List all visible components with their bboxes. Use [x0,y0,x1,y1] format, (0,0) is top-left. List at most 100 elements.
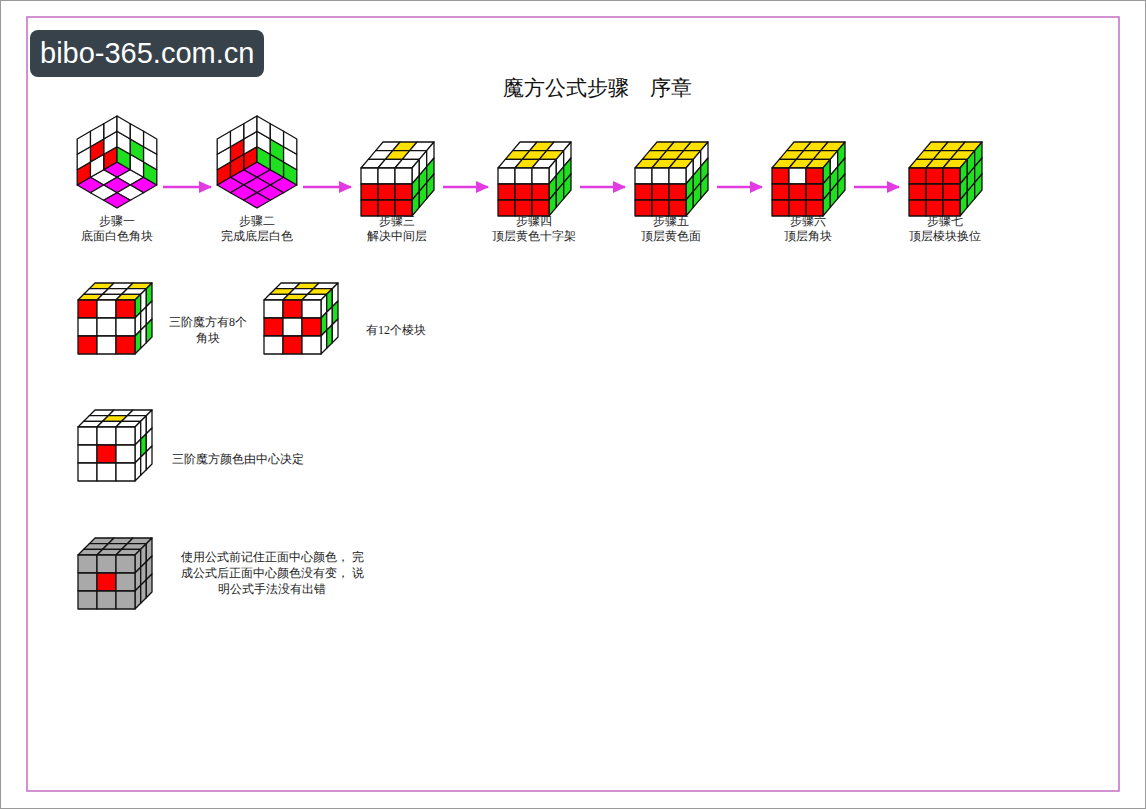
cube-sticker [361,200,378,216]
cube-sticker [412,191,419,216]
step-arrow [580,186,625,189]
cube-sticker [772,184,789,200]
cube-sticker [498,200,515,216]
cube-sticker [97,591,116,609]
cube-sticker [789,200,806,216]
cube-figure [77,116,157,208]
step-card: 步骤七顶层棱块换位 [899,110,991,244]
step-caption: 顶层黄色十字架 [488,229,580,244]
cube-sticker [652,168,669,184]
step-card: 步骤四顶层黄色十字架 [488,110,580,244]
cube-sticker [78,555,97,573]
step-arrow [303,186,351,189]
cube-sticker [141,452,147,476]
cube-figure [361,142,434,216]
cube-sticker [97,463,116,481]
cube-sticker [838,174,845,199]
cube-figure [498,142,571,216]
cube-sticker [789,184,806,200]
step-number: 步骤三 [351,214,443,229]
cube-sticker [135,457,141,481]
cube-sticker [146,319,152,343]
cube-sticker [332,319,338,343]
cube-sticker [116,463,135,481]
cube-sticker [117,116,130,139]
step-number: 步骤五 [625,214,717,229]
cube-sticker [943,168,960,184]
cube-sticker [104,193,131,208]
page-border [27,17,1119,791]
cube-sticker [283,318,302,336]
cube-sticker [789,168,806,184]
cube-sticker [321,330,327,354]
cube-sticker [97,427,116,445]
cube-figure [909,142,982,216]
cube-sticker [302,318,321,336]
cube-sticker [515,200,532,216]
step-number: 步骤二 [211,214,303,229]
step-arrow [717,186,762,189]
cube-sticker [78,336,97,354]
cube-sticker [669,184,686,200]
cube-sticker [823,191,830,216]
cube-figure [78,410,152,481]
cube-sticker [378,200,395,216]
cube-sticker [926,200,943,216]
cube-sticker [116,573,135,591]
cube-sticker [284,131,297,154]
cube-sticker [909,168,926,184]
cube-sticker [135,330,141,354]
cube-sticker [97,336,116,354]
cube-sticker [926,184,943,200]
cube-sticker [960,191,967,216]
cube-sticker [116,445,135,463]
cube-sticker [230,124,243,147]
cube-sticker [975,174,982,199]
cube-sticker [78,591,97,609]
cube-sticker [141,580,147,604]
cube-sticker [97,445,116,463]
cube-sticker [302,300,321,318]
step-number: 步骤六 [762,214,854,229]
cube-sticker [116,591,135,609]
step-arrow [163,186,211,189]
note-text: 使用公式前记住正面中心颜色， 完成公式后正面中心颜色没有变， 说明公式手法没有出… [180,549,364,597]
cube-sticker [419,183,426,208]
cube-sticker [116,300,135,318]
cube-sticker [830,183,837,208]
cube-sticker [549,191,556,216]
cube-sticker [909,184,926,200]
cube-sticker [652,200,669,216]
step-card: 步骤二完成底层白色 [211,110,303,244]
cube-sticker [244,116,257,139]
cube-figure [264,283,338,354]
step-card: 步骤五顶层黄色面 [625,110,717,244]
step-card: 步骤一底面白色角块 [71,110,163,244]
cube-sticker [652,184,669,200]
step-caption: 完成底层白色 [211,229,303,244]
cube-sticker [943,200,960,216]
cube-sticker [806,184,823,200]
cube-sticker [217,131,230,154]
cube-sticker [327,325,333,349]
step-caption: 底面白色角块 [71,229,163,244]
step-number: 步骤七 [899,214,991,229]
cube-sticker [264,300,283,318]
cube-sticker [806,200,823,216]
cube-figure [78,283,152,354]
cube-sticker [427,174,434,199]
cube-sticker [146,574,152,598]
cube-sticker [78,318,97,336]
cube-sticker [532,200,549,216]
cube-sticker [635,168,652,184]
cube-sticker [498,168,515,184]
cube-sticker [772,168,789,184]
cube-sticker [78,463,97,481]
cube-sticker [395,184,412,200]
cube-sticker [144,131,157,154]
cube-sticker [532,168,549,184]
cube-sticker [669,168,686,184]
